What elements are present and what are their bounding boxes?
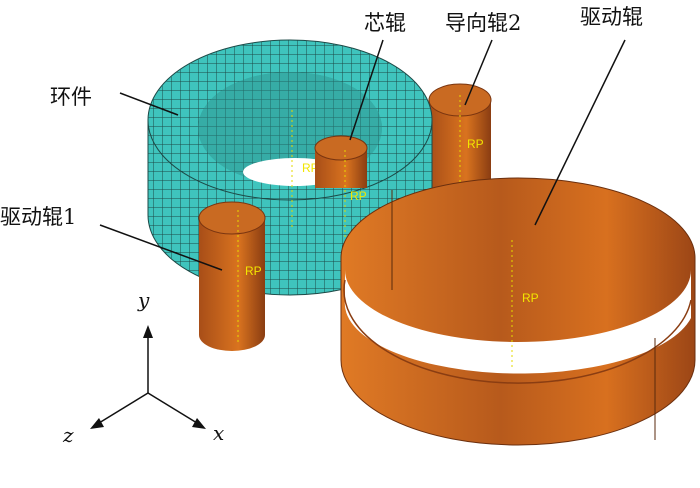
leader-lines <box>99 39 626 271</box>
label-guide-roll-2: 导向辊2 <box>445 11 521 35</box>
axis-x-label: x <box>213 421 224 445</box>
label-drive-roll-1: 驱动辊1 <box>0 205 76 229</box>
drive-roll: RP <box>340 177 696 446</box>
rp-label: RP <box>467 137 484 151</box>
rp-label: RP <box>302 161 319 175</box>
label-ring: 环件 <box>50 85 92 109</box>
label-drive-roll: 驱动辊 <box>580 5 643 29</box>
label-core-roll: 芯辊 <box>364 11 406 35</box>
rp-label: RP <box>522 291 539 305</box>
drive-roll-1: RP <box>198 201 266 351</box>
rp-label: RP <box>350 189 367 203</box>
axis-triad <box>90 325 206 429</box>
core-roll: RP <box>314 135 368 240</box>
axis-y-label: y <box>137 288 150 312</box>
rp-label: RP <box>245 264 262 278</box>
axis-z-label: z <box>62 423 74 447</box>
